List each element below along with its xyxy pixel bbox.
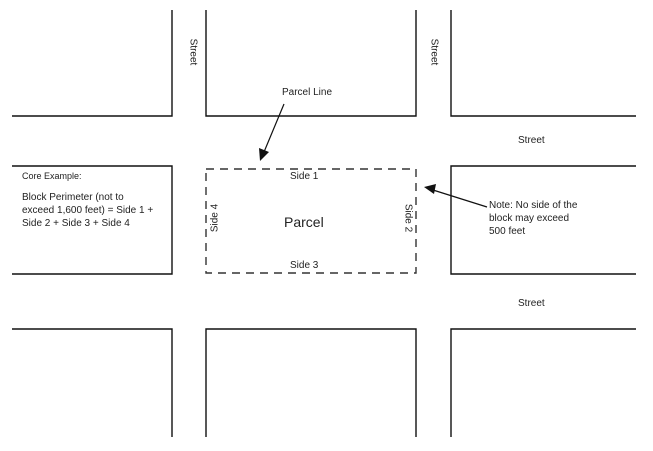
street-label-horizontal-bottom: Street xyxy=(518,298,545,309)
side-1-label: Side 1 xyxy=(290,171,319,182)
block-middle-right xyxy=(450,165,636,275)
core-example-title: Core Example: xyxy=(22,171,82,181)
street-label-vertical-right: Street xyxy=(428,38,440,66)
block-top-center xyxy=(205,10,417,117)
note-arrow xyxy=(432,189,488,208)
note-arrowhead xyxy=(424,184,436,194)
parcel-line-label: Parcel Line xyxy=(282,87,333,98)
block-middle-left xyxy=(12,165,173,275)
side-3-label: Side 3 xyxy=(290,260,319,271)
note-text: Note: No side of the block may exceed 50… xyxy=(489,200,578,237)
block-top-right xyxy=(450,10,636,117)
street-label-vertical-left: Street xyxy=(187,38,199,66)
parcel-label: Parcel xyxy=(284,214,324,230)
street-label-horizontal-top: Street xyxy=(518,135,545,146)
block-bottom-right xyxy=(450,328,636,437)
block-top-left xyxy=(12,10,173,117)
block-bottom-center xyxy=(205,328,417,437)
parcel-line-arrowhead xyxy=(259,148,269,161)
core-example-box: Core Example: Block Perimeter (not to ex… xyxy=(22,170,172,230)
block-bottom-left xyxy=(12,328,173,437)
parcel-line-arrow xyxy=(263,103,285,153)
parcel-outline xyxy=(205,168,417,274)
side-2-label: Side 2 xyxy=(402,203,414,233)
side-4-label: Side 4 xyxy=(209,203,221,233)
core-example-text: Block Perimeter (not to exceed 1,600 fee… xyxy=(22,192,154,229)
